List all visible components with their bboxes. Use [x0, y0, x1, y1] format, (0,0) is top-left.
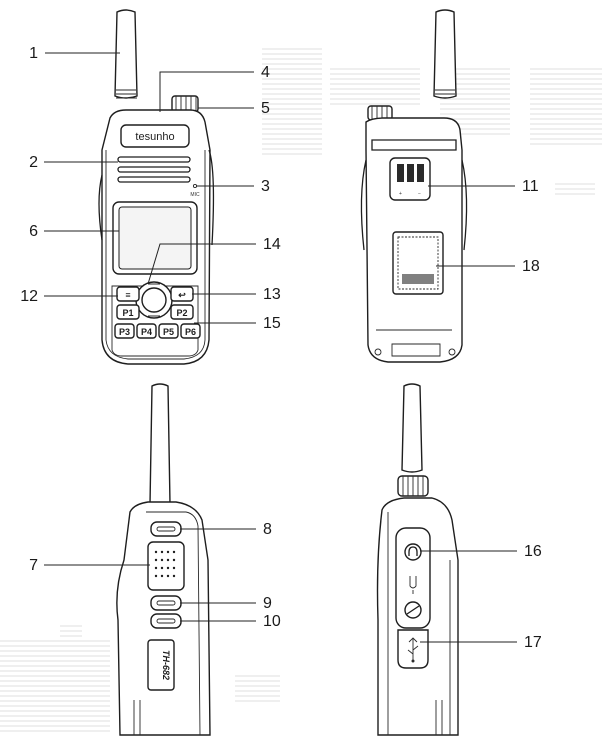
callout-2: 2 — [29, 154, 38, 171]
callouts: 1 2 3 4 5 6 7 8 9 10 11 12 13 14 15 16 1 — [20, 45, 542, 651]
callout-5: 5 — [261, 100, 270, 117]
accessory-jack — [395, 527, 431, 629]
p4-key — [136, 323, 157, 339]
p3-key — [114, 323, 135, 339]
watermark — [0, 48, 602, 732]
display-screen — [118, 206, 192, 270]
leader-4 — [159, 71, 254, 112]
front-antenna — [114, 9, 138, 99]
callout-13: 13 — [263, 286, 281, 303]
callout-17: 17 — [524, 634, 542, 651]
ptt-dots — [154, 550, 176, 578]
side-key-1 — [150, 521, 182, 537]
back-antenna — [433, 9, 457, 99]
side-key-2 — [150, 595, 182, 611]
right-antenna — [401, 383, 423, 473]
p2-key-label: P2 — [176, 308, 187, 318]
brand-plate — [120, 124, 190, 148]
menu-key-label: ≡ — [125, 290, 130, 300]
battery-latch — [392, 231, 444, 295]
model-plate — [147, 639, 175, 691]
p1-key-label: P1 — [122, 308, 133, 318]
brand-logo: tesunho — [135, 131, 174, 143]
callout-16: 16 — [524, 543, 542, 560]
p4-key-label: P4 — [141, 327, 152, 337]
back-view: + − — [360, 9, 468, 363]
callout-11: 11 — [522, 178, 539, 195]
callout-18: 18 — [522, 258, 540, 275]
menu-key — [116, 286, 140, 302]
charge-minus-label: − — [418, 191, 421, 197]
p6-key — [180, 323, 201, 339]
p5-key-label: P5 — [163, 327, 174, 337]
callout-8: 8 — [263, 521, 272, 538]
p3-key-label: P3 — [119, 327, 130, 337]
ptt-key — [147, 541, 185, 591]
charging-contacts: + − — [389, 157, 431, 201]
right-volume-knob — [397, 475, 429, 497]
callout-9: 9 — [263, 595, 272, 612]
back-key-label: ↩ — [178, 290, 186, 300]
front-view: tesunho MIC ≡ ↩ P1 P2 P3 P4 — [98, 9, 215, 365]
speaker-grille — [117, 156, 191, 183]
leader-14 — [147, 243, 256, 285]
p6-key-label: P6 — [185, 327, 196, 337]
callout-15: 15 — [263, 315, 281, 332]
usb-port-cover — [397, 629, 429, 669]
charge-plus-label: + — [399, 191, 402, 197]
callout-4: 4 — [261, 64, 270, 81]
callout-3: 3 — [261, 178, 270, 195]
side-antenna — [149, 383, 171, 507]
callout-7: 7 — [29, 557, 38, 574]
callout-14: 14 — [263, 236, 281, 253]
p5-key — [158, 323, 179, 339]
p2-key — [170, 304, 194, 320]
model-label: TH-682 — [161, 650, 171, 680]
mic-label: MIC — [190, 192, 200, 198]
callout-12: 12 — [20, 288, 38, 305]
p1-key — [116, 304, 140, 320]
ptt-center-key — [141, 287, 167, 313]
callout-6: 6 — [29, 223, 38, 240]
callout-1: 1 — [29, 45, 38, 62]
callout-10: 10 — [263, 613, 281, 630]
right-side-view — [376, 383, 459, 736]
left-side-view: TH-682 — [116, 383, 211, 736]
side-key-3 — [150, 613, 182, 629]
